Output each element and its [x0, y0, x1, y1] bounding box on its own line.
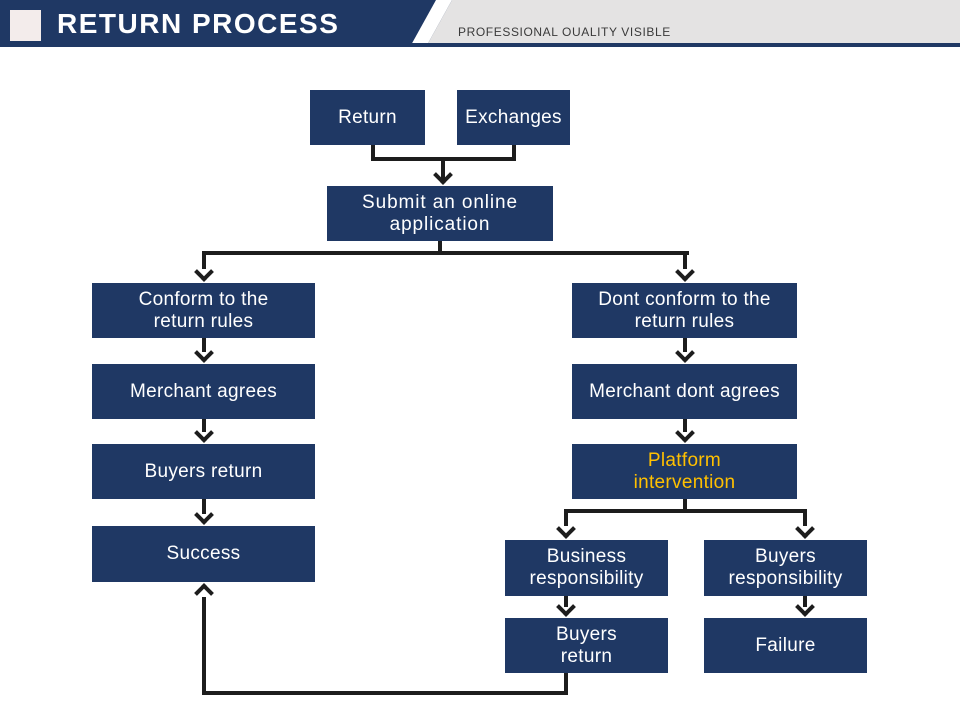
arrowhead-dont-conform — [675, 262, 695, 282]
node-success: Success — [92, 526, 315, 582]
connector-dontconform-merchantdont — [683, 338, 687, 352]
node-buyers-responsibility: Buyers responsibility — [704, 540, 867, 596]
connector-submit-drop — [438, 241, 442, 254]
node-success-label: Success — [166, 543, 241, 565]
arrowhead-merchant-agrees — [194, 343, 214, 363]
arrowhead-merchant-dont-agrees — [675, 343, 695, 363]
connector-business-buyersreturn — [564, 596, 568, 607]
node-dont-conform-rules: Dont conform to the return rules — [572, 283, 797, 338]
page-title: RETURN PROCESS — [57, 8, 340, 39]
node-submit-application: Submit an online application — [327, 186, 553, 241]
node-submit-application-label: Submit an online application — [362, 191, 518, 235]
connector-branch-horizontal — [202, 251, 689, 255]
node-business-responsibility-label: Business responsibility — [529, 546, 644, 589]
node-merchant-dont-agrees: Merchant dont agrees — [572, 364, 797, 419]
arrowhead-to-submit — [433, 165, 453, 185]
header-accent-square — [10, 10, 41, 41]
node-failure: Failure — [704, 618, 867, 673]
node-buyers-return-left-label: Buyers return — [144, 460, 263, 482]
node-platform-intervention-label: Platform intervention — [633, 449, 736, 493]
connector-loop-down — [564, 673, 568, 695]
node-exchanges: Exchanges — [457, 90, 570, 145]
connector-merchant-buyers — [202, 419, 206, 432]
connector-branch-right-drop — [683, 251, 687, 269]
slide-header: RETURN PROCESS PROFESSIONAL OUALITY VISI… — [0, 0, 960, 47]
header-tagline: PROFESSIONAL OUALITY VISIBLE — [458, 25, 671, 39]
arrowhead-business-responsibility — [556, 519, 576, 539]
node-dont-conform-rules-label: Dont conform to the return rules — [598, 288, 771, 332]
node-buyers-return-left: Buyers return — [92, 444, 315, 499]
node-conform-rules: Conform to the return rules — [92, 283, 315, 338]
arrowhead-buyers-return-bottom — [556, 597, 576, 617]
connector-return-drop — [371, 145, 375, 161]
arrowhead-buyers-return-left — [194, 423, 214, 443]
arrowhead-platform — [675, 423, 695, 443]
node-platform-intervention: Platform intervention — [572, 444, 797, 499]
connector-branch-left-drop — [202, 251, 206, 269]
connector-merchantdont-platform — [683, 419, 687, 432]
connector-platform-drop — [683, 499, 687, 511]
connector-branch2-left-drop — [564, 510, 568, 526]
connector-exchanges-drop — [512, 145, 516, 161]
node-buyers-return-bottom: Buyers return — [505, 618, 668, 673]
arrowhead-buyers-responsibility — [795, 519, 815, 539]
node-buyers-responsibility-label: Buyers responsibility — [728, 546, 843, 589]
arrowhead-success — [194, 505, 214, 525]
node-failure-label: Failure — [755, 634, 816, 656]
node-exchanges-label: Exchanges — [465, 106, 562, 128]
node-buyers-return-bottom-label: Buyers return — [556, 623, 617, 667]
connector-branch2-horizontal — [564, 509, 807, 513]
arrowhead-failure — [795, 597, 815, 617]
node-return-label: Return — [338, 106, 397, 128]
node-merchant-dont-agrees-label: Merchant dont agrees — [589, 380, 780, 402]
node-conform-rules-label: Conform to the return rules — [138, 288, 269, 332]
connector-branch2-right-drop — [803, 510, 807, 526]
node-return: Return — [310, 90, 425, 145]
node-merchant-agrees-label: Merchant agrees — [129, 380, 278, 402]
node-merchant-agrees: Merchant agrees — [92, 364, 315, 419]
arrowhead-conform — [194, 262, 214, 282]
connector-to-submit — [441, 157, 445, 180]
connector-loop-up — [202, 597, 206, 695]
connector-buyers-success — [202, 499, 206, 514]
connector-buyersresp-failure — [803, 596, 807, 607]
arrowhead-loop-success — [194, 583, 214, 603]
connector-conform-merchant — [202, 338, 206, 352]
node-business-responsibility: Business responsibility — [505, 540, 668, 596]
connector-loop-horizontal — [202, 691, 568, 695]
